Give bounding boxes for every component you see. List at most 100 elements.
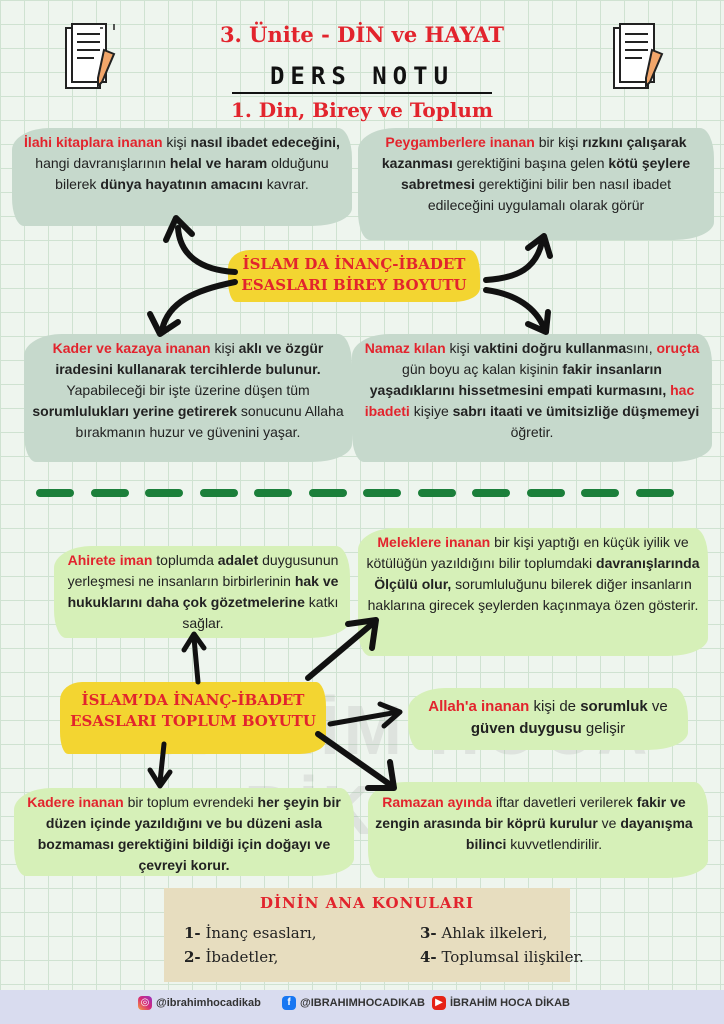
topic-item: 4- Toplumsal ilişkiler. xyxy=(420,948,584,966)
arrow-down-icon xyxy=(147,741,173,789)
card-text-segment: sorumluluğunu bilerek diğer insanların h… xyxy=(367,576,699,613)
card-text-segment: oruçta xyxy=(656,340,700,356)
card-text-segment: Meleklere inanan xyxy=(377,534,491,550)
youtube-icon: ▶ xyxy=(432,996,446,1010)
card-text-segment: kişi xyxy=(210,340,239,356)
card-text-segment: duygusunun yerleşmesi ne insanların birb… xyxy=(67,552,339,589)
card-text-segment: sorumlulukları yerine getirerek xyxy=(32,403,237,419)
card-text-segment: Kader ve kazaya inanan xyxy=(52,340,211,356)
card-ahiret: Ahirete iman toplumda adalet duygusunun … xyxy=(58,550,348,634)
topic-item: 1- İnanç esasları, xyxy=(184,924,317,942)
card-text-segment: hangi davranışlarının xyxy=(35,155,170,171)
card-text-segment: davranışlarında Ölçülü olur, xyxy=(374,555,700,592)
divider-dash xyxy=(635,489,674,497)
card-text-segment: kişi de xyxy=(529,698,581,715)
topic-text: Toplumsal ilişkiler. xyxy=(436,948,584,966)
arrow-down-right-icon xyxy=(315,731,397,791)
divider-dash xyxy=(254,489,292,497)
card-text-segment: Namaz kılan xyxy=(364,340,446,356)
topic-number: 3- xyxy=(420,924,437,942)
facebook-link[interactable]: f @IBRAHIMHOCADIKAB xyxy=(282,996,425,1010)
card-allah: Allah'a inanan kişi de sorumluk ve güven… xyxy=(418,696,678,740)
card-text-segment: hac ibadeti xyxy=(364,382,695,419)
card-text-segment: hak ve hukuklarını daha çok gözetmelerin… xyxy=(67,573,339,610)
youtube-handle: İBRAHİM HOCA DİKAB xyxy=(450,997,570,1009)
card-text-segment: bir kişi xyxy=(534,134,583,150)
divider-dash xyxy=(581,489,619,497)
divider-dash xyxy=(90,489,129,497)
card-text-segment: her şeyin bir düzen içinde yazıldığını v… xyxy=(37,794,341,873)
card-text-segment: Yapabileceği bir işte üzerine düşen tüm xyxy=(66,382,310,398)
divider-dash xyxy=(472,489,510,497)
card-text-segment: katkı sağlar. xyxy=(182,594,339,631)
card-text-segment: Ramazan ayında xyxy=(382,794,492,810)
card-kader: Kadere inanan bir toplum evrendeki her ş… xyxy=(24,792,344,876)
heading-rule xyxy=(232,92,492,94)
card-text-segment: kavrar. xyxy=(262,176,309,192)
card-text-segment: aklı ve özgür iradesini kullanarak terci… xyxy=(55,340,324,377)
card-text-segment: kişiye xyxy=(409,403,453,419)
curved-arrow-icon xyxy=(483,233,553,335)
card-peygamberler: Peygamberlere inanan bir kişi rızkını ça… xyxy=(368,132,704,216)
card-text-segment: kişi xyxy=(445,340,474,356)
card-text-segment: fakir insanların yaşadıklarını hissetmes… xyxy=(369,361,667,398)
ders-notu-heading: DERS NOTU xyxy=(269,62,455,90)
card-text-segment: fakir ve zengin arasında bir köprü kurul… xyxy=(375,794,686,831)
card-background xyxy=(14,788,354,876)
card-namaz-oruc-hac: Namaz kılan kişi vaktini doğru kullanmas… xyxy=(362,338,702,443)
card-background xyxy=(24,334,352,462)
topic-number: 2- xyxy=(184,948,201,966)
card-text-segment: öğretir. xyxy=(510,424,554,440)
card-text-segment: rızkını çalışarak kazanması xyxy=(381,134,687,171)
banner-line: ESASLARI TOPLUM BOYUTU xyxy=(70,712,316,730)
divider-dash xyxy=(363,489,401,497)
arrow-right-icon xyxy=(327,701,403,729)
card-text-segment: toplumda xyxy=(152,552,218,568)
card-background xyxy=(54,546,350,638)
curved-arrow-icon xyxy=(147,215,238,337)
card-text-segment: adalet xyxy=(217,552,259,568)
topic-text: Ahlak ilkeleri, xyxy=(436,924,548,942)
divider-dash xyxy=(36,489,74,497)
instagram-handle: @ibrahimhocadikab xyxy=(156,997,261,1009)
card-background xyxy=(368,782,708,878)
topic-item: 3- Ahlak ilkeleri, xyxy=(420,924,548,942)
section-title: 1. Din, Birey ve Toplum xyxy=(230,98,494,122)
topic-number: 4- xyxy=(420,948,437,966)
card-ramazan: Ramazan ayında iftar davetleri verilerek… xyxy=(374,792,694,855)
card-text-segment: kişi xyxy=(162,134,191,150)
youtube-link[interactable]: ▶ İBRAHİM HOCA DİKAB xyxy=(432,996,570,1010)
divider-dash xyxy=(308,489,347,497)
card-text-segment: dünya hayatının amacını xyxy=(100,176,263,192)
card-text-segment: güven duygusu xyxy=(470,720,582,737)
card-text-segment: ve xyxy=(597,815,621,831)
card-text-segment: olduğunu bilerek xyxy=(55,155,329,192)
card-background xyxy=(358,528,708,656)
card-background xyxy=(352,334,712,462)
topic-number: 1- xyxy=(184,924,201,942)
card-text-segment: dayanışma bilinci xyxy=(465,815,693,852)
divider-dash xyxy=(417,489,456,497)
card-text-segment: ve xyxy=(647,698,668,715)
topic-item: 2- İbadetler, xyxy=(184,948,278,966)
card-text-segment: iftar davetleri verilerek xyxy=(491,794,637,810)
document-pencil-icon xyxy=(65,23,116,89)
facebook-handle: @IBRAHIMHOCADIKAB xyxy=(300,997,425,1009)
card-melekler: Meleklere inanan bir kişi yaptığı en küç… xyxy=(366,532,700,616)
topics-box xyxy=(164,888,570,982)
instagram-icon: ◎ xyxy=(138,996,152,1010)
card-text-segment: sını, xyxy=(626,340,657,356)
banner-line: İSLAM’DA İNANÇ-İBADET xyxy=(81,691,305,709)
banner-birey-boyutu: İSLAM DA İNANÇ-İBADET ESASLARI BİREY BOY… xyxy=(228,250,480,302)
topics-title: DİNİN ANA KONULARI xyxy=(259,894,475,912)
arrow-up-right-icon xyxy=(305,617,379,681)
card-text-segment: Ahirete iman xyxy=(67,552,153,568)
card-text-segment: sorumluk xyxy=(580,698,648,715)
card-text-segment: kötü şeylere sabretmesi xyxy=(400,155,691,192)
facebook-icon: f xyxy=(282,996,296,1010)
topic-text: İnanç esasları, xyxy=(200,924,317,942)
footer-bar xyxy=(0,990,724,1024)
card-text-segment: gün boyu aç kalan kişinin xyxy=(402,361,563,377)
document-pencil-icon xyxy=(613,23,664,89)
instagram-link[interactable]: ◎ @ibrahimhocadikab xyxy=(138,996,261,1010)
